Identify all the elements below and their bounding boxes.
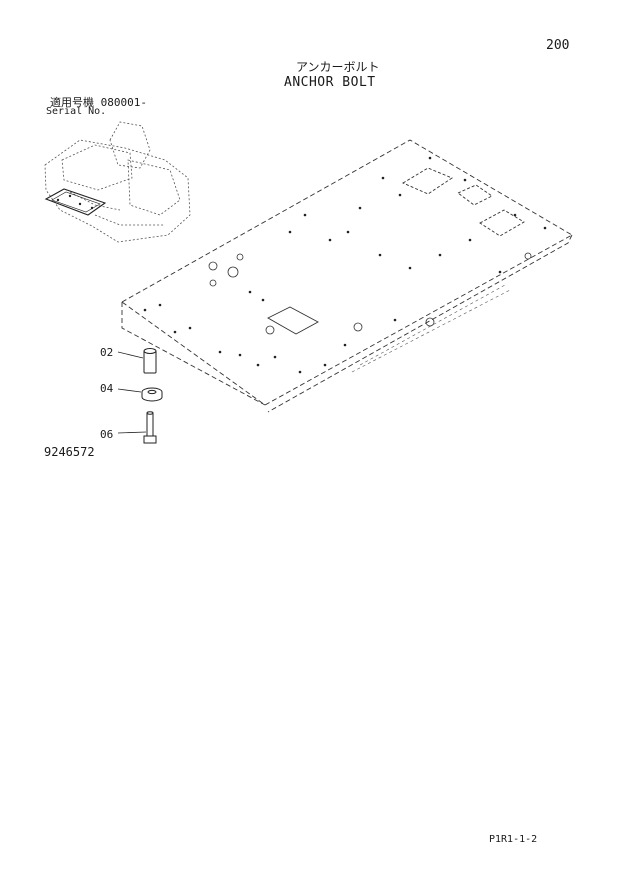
machine-overview-thumbnail xyxy=(44,121,191,243)
part-04-washer xyxy=(141,387,163,402)
callout-02: 02 xyxy=(100,346,114,359)
plate-openings xyxy=(267,167,525,335)
footer-code: P1R1-1-2 xyxy=(489,834,538,845)
frame-plate xyxy=(121,139,573,413)
plate-inner-lines xyxy=(351,284,511,373)
plate-bolt-points xyxy=(143,156,547,374)
title-japanese: アンカーボルト xyxy=(296,60,380,74)
serial-label-english: Serial No. xyxy=(46,106,107,117)
serial-label-japanese: 適用号機 080001- xyxy=(50,96,147,109)
callout-04: 04 xyxy=(100,382,114,395)
callout-06: 06 xyxy=(100,428,114,441)
drawing-number: 9246572 xyxy=(44,445,95,459)
callout-leaders xyxy=(117,351,147,434)
part-06-bolt xyxy=(143,411,157,444)
page-number: 200 xyxy=(546,38,570,53)
highlighted-frame-thumbnail xyxy=(44,188,107,216)
plate-holes xyxy=(208,252,532,335)
title-english: ANCHOR BOLT xyxy=(284,75,376,90)
thumbnail-holes xyxy=(56,194,94,210)
part-02-spacer xyxy=(143,348,157,374)
